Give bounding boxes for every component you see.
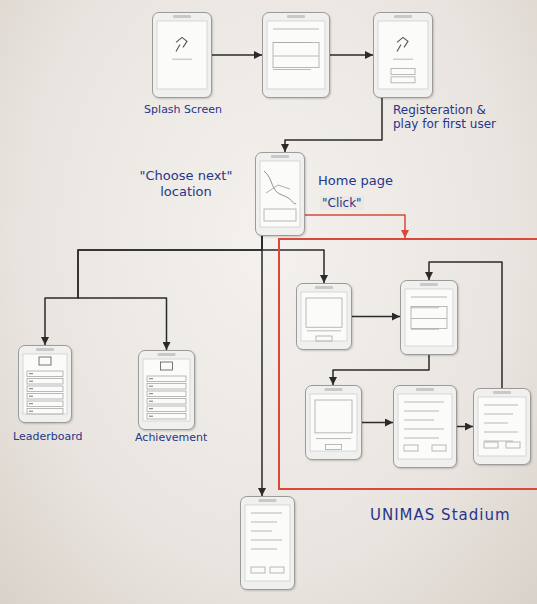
screen-mockup xyxy=(393,385,457,468)
screen-mockup: Home page xyxy=(255,152,305,236)
flow-arrow xyxy=(333,355,429,385)
screen-mockup: Leaderboard xyxy=(18,345,72,423)
screen-sketch xyxy=(306,386,361,459)
screen-area xyxy=(378,21,428,89)
screen-mockup xyxy=(400,280,458,355)
screen-sketch xyxy=(19,346,71,422)
screen-caption: Leaderboard xyxy=(13,430,103,443)
screen-mockup xyxy=(473,388,531,465)
screen-sketch xyxy=(139,351,194,429)
speaker-slot xyxy=(420,283,438,286)
screen-sketch xyxy=(474,389,530,464)
speaker-slot xyxy=(287,15,305,18)
speaker-slot xyxy=(493,391,511,394)
speaker-slot xyxy=(394,15,412,18)
screen-sketch xyxy=(297,284,351,349)
sketch-marks xyxy=(273,29,319,70)
region-title: UNIMAS Stadium xyxy=(370,506,535,524)
screen-mockup: Splash Screen xyxy=(152,12,212,98)
sketch-marks xyxy=(484,405,520,448)
flow-arrow xyxy=(362,422,393,424)
sketch-marks xyxy=(391,37,415,82)
flow-arrow xyxy=(262,236,324,283)
sketch-marks xyxy=(411,297,447,329)
screen-area xyxy=(157,21,207,89)
screen-area xyxy=(398,394,452,459)
sketch-marks xyxy=(27,357,63,414)
flow-arrow xyxy=(285,98,382,152)
screen-area xyxy=(23,354,67,414)
location-region: UNIMAS Stadium xyxy=(278,238,537,490)
speaker-slot xyxy=(259,499,277,502)
screen-mockup xyxy=(305,385,362,460)
flow-arrow xyxy=(212,54,262,56)
flow-arrow xyxy=(352,316,400,318)
flow-arrow xyxy=(261,236,263,496)
edge-label: "Click" xyxy=(320,196,364,210)
screen-area xyxy=(143,359,190,421)
screen-area xyxy=(267,21,325,89)
speaker-slot xyxy=(325,388,343,391)
screen-mockup: Achievement xyxy=(138,350,195,430)
screen-mockup xyxy=(262,12,330,98)
sketch-marks xyxy=(306,298,342,341)
speaker-slot xyxy=(173,15,191,18)
sketch-marks xyxy=(172,37,192,59)
sketch-marks xyxy=(264,171,296,221)
screen-sketch xyxy=(241,497,294,589)
screen-caption: Achievement xyxy=(135,431,235,444)
screen-sketch xyxy=(401,281,457,354)
screen-area xyxy=(405,289,453,346)
speaker-slot xyxy=(416,388,434,391)
screen-area xyxy=(310,394,357,451)
screen-sketch xyxy=(256,153,304,235)
flow-note: "Choose next" location xyxy=(128,168,244,201)
screen-caption: Registeration & play for first user xyxy=(393,103,505,132)
speaker-slot xyxy=(36,348,54,351)
screen-sketch xyxy=(153,13,211,97)
screen-area xyxy=(245,505,290,581)
screen-mockup xyxy=(240,496,295,590)
sketch-marks xyxy=(251,513,284,573)
click-arrow xyxy=(305,215,405,238)
flow-arrow xyxy=(330,54,373,56)
speaker-slot xyxy=(315,286,333,289)
sketch-marks xyxy=(315,400,352,449)
speaker-slot xyxy=(158,353,176,356)
screen-caption: Home page xyxy=(318,173,398,189)
screen-area xyxy=(260,161,300,227)
screen-caption: Splash Screen xyxy=(138,103,228,116)
screen-area xyxy=(301,292,347,341)
screen-sketch xyxy=(394,386,456,467)
screen-sketch xyxy=(263,13,329,97)
flow-arrow xyxy=(457,426,473,428)
screen-sketch xyxy=(374,13,432,97)
speaker-slot xyxy=(271,155,289,158)
screen-area xyxy=(478,397,526,456)
screen-mockup xyxy=(296,283,352,350)
screen-mockup: Registeration & play for first user xyxy=(373,12,433,98)
sketch-marks xyxy=(147,362,186,419)
flow-arrow xyxy=(78,236,262,350)
sketch-marks xyxy=(404,402,446,451)
